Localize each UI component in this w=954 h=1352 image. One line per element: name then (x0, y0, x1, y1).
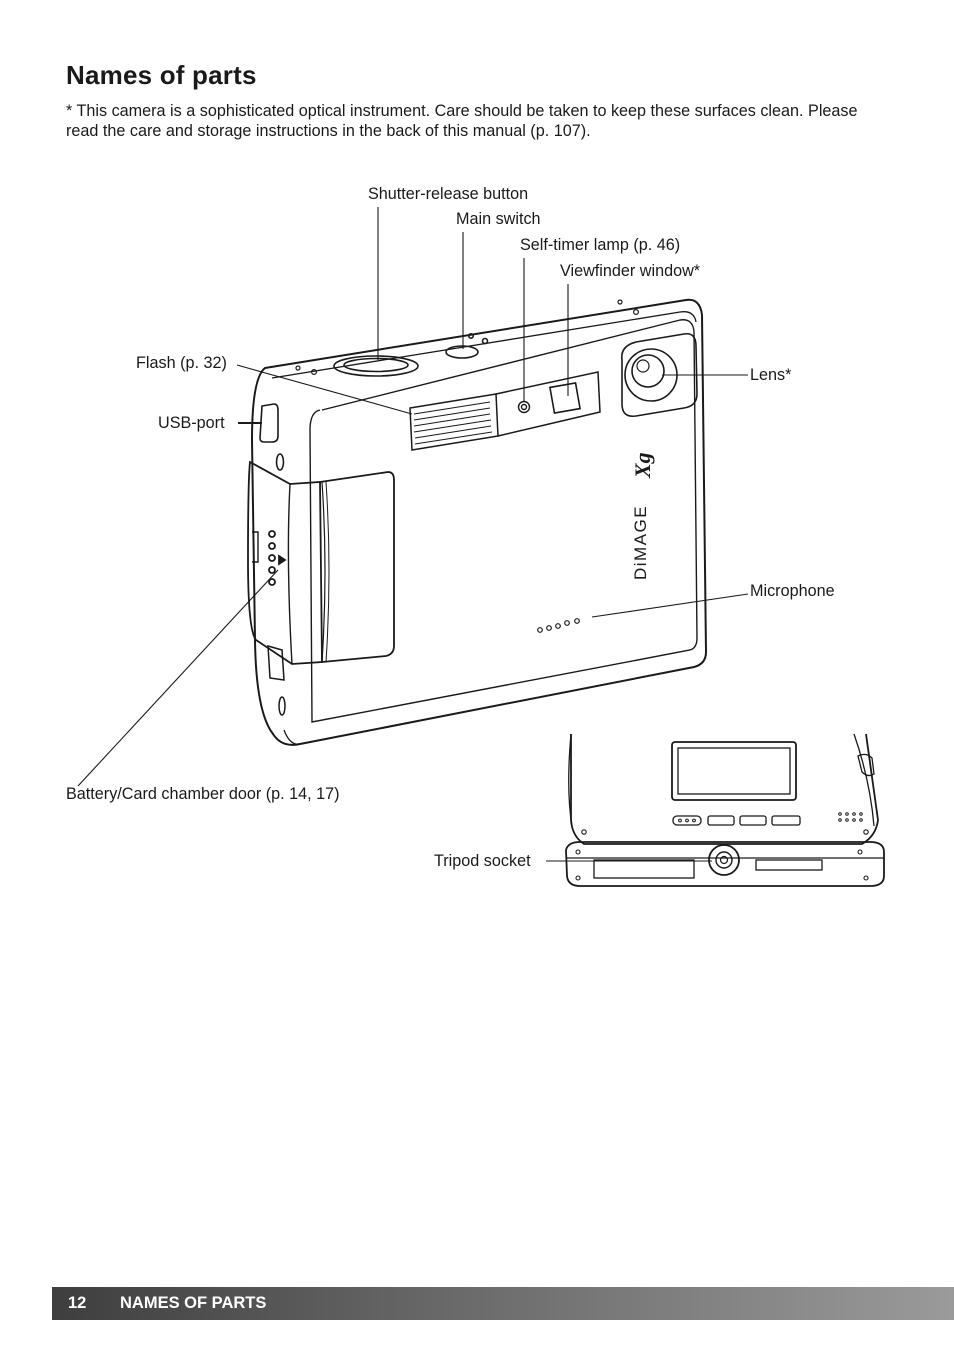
label-flash: Flash (p. 32) (136, 354, 227, 372)
usb-port-illustration (259, 403, 285, 471)
label-self-timer-lamp: Self-timer lamp (p. 46) (520, 236, 681, 254)
label-shutter-release-button: Shutter-release button (368, 185, 529, 203)
section-title: NAMES OF PARTS (120, 1294, 267, 1312)
label-battery-card-door: Battery/Card chamber door (p. 14, 17) (66, 785, 340, 803)
brand-logo: DiMAGE Xg (630, 452, 655, 580)
main-switch-illustration (445, 332, 489, 359)
page-footer: 12 NAMES OF PARTS (52, 1287, 954, 1320)
shutter-release-button-illustration (333, 355, 419, 377)
label-usb-port: USB-port (158, 414, 225, 432)
label-main-switch: Main switch (456, 210, 541, 228)
label-tripod-socket: Tripod socket (434, 852, 531, 870)
label-microphone: Microphone (750, 582, 835, 600)
page-title: Names of parts (66, 60, 257, 90)
intro-note: * This camera is a sophisticated optical… (66, 102, 858, 140)
label-viewfinder-window: Viewfinder window* (560, 262, 701, 280)
self-timer-lamp-illustration (517, 400, 531, 414)
page-number: 12 (68, 1294, 87, 1312)
camera-front-illustration (250, 298, 708, 746)
lens-illustration (620, 332, 698, 418)
model-text: Xg (630, 452, 655, 479)
leader-lines (77, 207, 749, 862)
tripod-socket-illustration (708, 844, 740, 876)
brand-text: DiMAGE (631, 505, 650, 580)
battery-card-door-illustration (247, 460, 395, 665)
camera-bottom-illustration (565, 733, 885, 887)
microphone-illustration (537, 618, 580, 633)
viewfinder-window-illustration (549, 382, 581, 414)
label-lens: Lens* (750, 366, 792, 384)
flash-illustration (409, 371, 601, 451)
